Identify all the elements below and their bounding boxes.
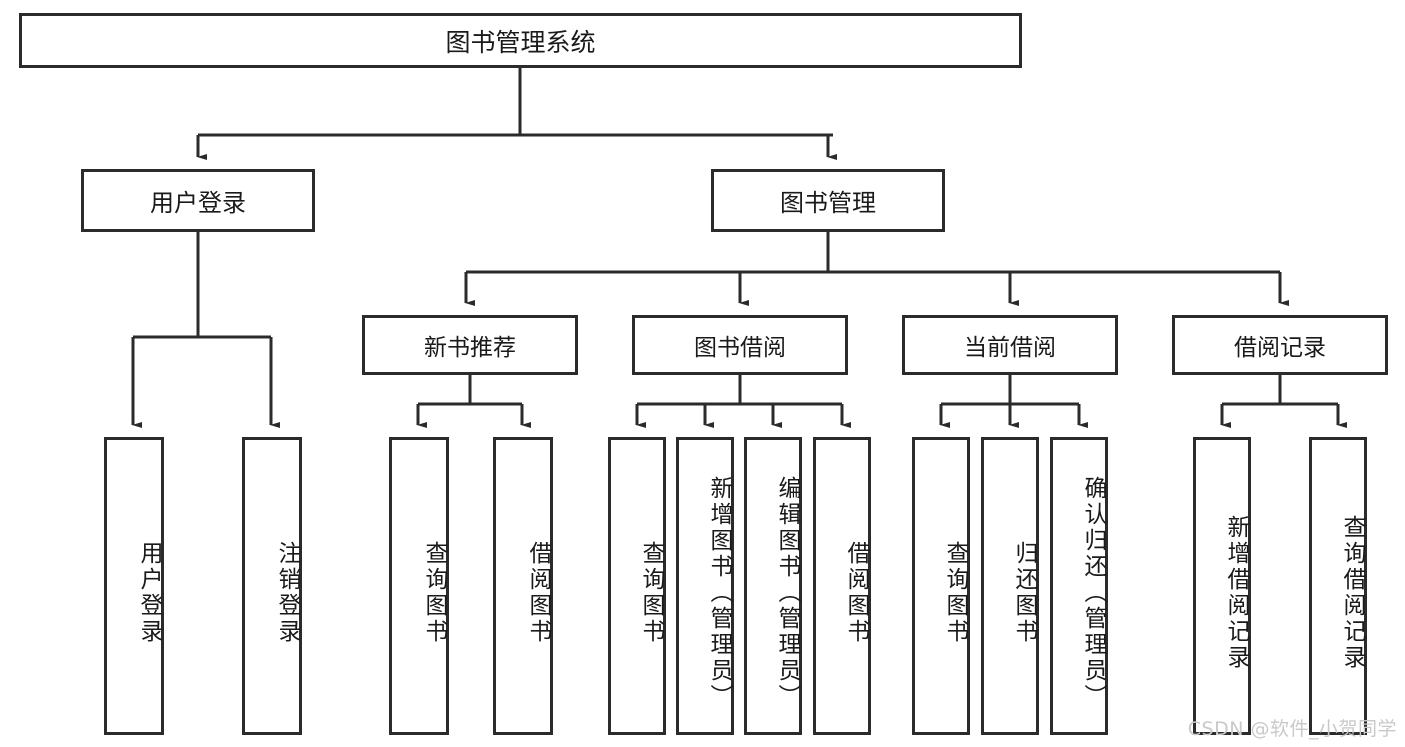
node-current-borrow-label: 当前借阅 [964,335,1056,361]
node-new-book-rec-label: 新书推荐 [424,335,516,361]
leaf-return-book[interactable]: 归还图书 [981,437,1039,735]
leaf-borrow-book-1-label: 借阅图书 [525,541,551,645]
leaf-query-record-label: 查询借阅记录 [1339,515,1365,671]
leaf-confirm-return-label: 确认归还（管理员） [1080,476,1106,710]
leaf-query-book-1-label: 查询图书 [421,541,447,645]
node-book-borrow[interactable]: 图书借阅 [632,315,848,375]
leaf-borrow-book-2[interactable]: 借阅图书 [813,437,871,735]
leaf-user-login-label: 用户登录 [136,541,162,645]
leaf-borrow-book-2-label: 借阅图书 [843,541,869,645]
leaf-edit-book[interactable]: 编辑图书（管理员） [744,437,802,735]
node-book-manage-label: 图书管理 [780,189,876,217]
node-book-borrow-label: 图书借阅 [694,335,786,361]
leaf-return-book-label: 归还图书 [1011,541,1037,645]
leaf-logout-label: 注销登录 [274,541,300,645]
leaf-add-record[interactable]: 新增借阅记录 [1193,437,1251,735]
leaf-add-record-label: 新增借阅记录 [1223,515,1249,671]
node-user-login[interactable]: 用户登录 [81,169,315,232]
node-root[interactable]: 图书管理系统 [19,13,1022,68]
watermark: CSDN @软件_小贺同学 [1187,718,1397,740]
leaf-query-book-2[interactable]: 查询图书 [608,437,666,735]
node-current-borrow[interactable]: 当前借阅 [902,315,1118,375]
leaf-add-book[interactable]: 新增图书（管理员） [676,437,734,735]
node-root-label: 图书管理系统 [445,27,596,57]
leaf-query-book-3[interactable]: 查询图书 [912,437,970,735]
leaf-edit-book-label: 编辑图书（管理员） [774,476,800,710]
node-new-book-rec[interactable]: 新书推荐 [362,315,578,375]
leaf-confirm-return[interactable]: 确认归还（管理员） [1050,437,1108,735]
leaf-query-record[interactable]: 查询借阅记录 [1309,437,1367,735]
leaf-query-book-2-label: 查询图书 [638,541,664,645]
leaf-add-book-label: 新增图书（管理员） [706,476,732,710]
leaf-query-book-1[interactable]: 查询图书 [389,437,449,735]
node-book-manage[interactable]: 图书管理 [711,169,945,232]
leaf-borrow-book-1[interactable]: 借阅图书 [493,437,553,735]
node-borrow-record[interactable]: 借阅记录 [1172,315,1388,375]
leaf-user-login[interactable]: 用户登录 [104,437,164,735]
node-borrow-record-label: 借阅记录 [1234,335,1326,361]
node-user-login-label: 用户登录 [150,189,246,217]
leaf-query-book-3-label: 查询图书 [942,541,968,645]
leaf-logout[interactable]: 注销登录 [242,437,302,735]
